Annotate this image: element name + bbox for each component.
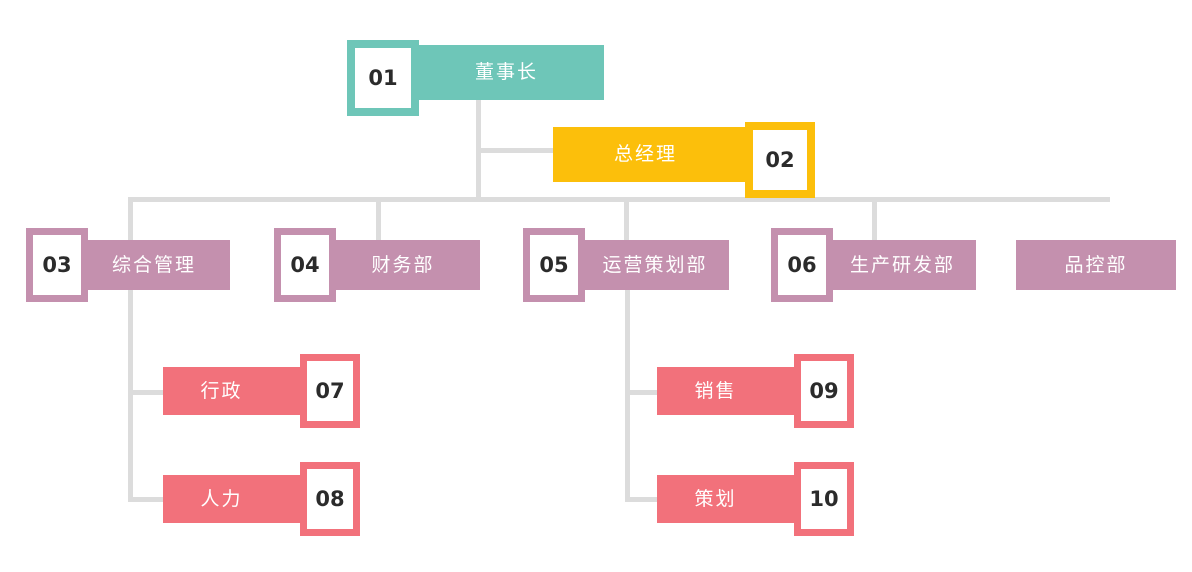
connector-level3-bus [128, 197, 1110, 202]
org-node-finance-label: 财务部 [371, 254, 435, 276]
org-node-quality-control-label: 品控部 [1064, 254, 1128, 276]
connector-drop-to-05 [624, 197, 629, 241]
org-node-chairman-badge-text: 01 [368, 65, 398, 90]
connector-chairman-to-gm [476, 148, 556, 153]
org-node-general-manager-badge: 02 [745, 122, 815, 198]
connector-03-spine [128, 290, 133, 502]
org-node-planning-label: 策划 [694, 488, 737, 510]
org-node-human-resources-badge: 08 [300, 462, 360, 536]
org-node-operations-planning-label: 运营策划部 [602, 254, 708, 276]
org-node-general-admin-badge: 03 [26, 228, 88, 302]
connector-05-to-10 [625, 497, 660, 502]
org-node-planning-bar: 策划 [657, 475, 818, 523]
org-node-finance-badge-text: 04 [290, 252, 320, 277]
org-node-general-manager-badge-text: 02 [765, 147, 795, 172]
org-node-finance-badge: 04 [274, 228, 336, 302]
connector-03-to-07 [128, 390, 166, 395]
org-node-sales-bar: 销售 [657, 367, 818, 415]
org-node-operations-planning-badge: 05 [523, 228, 585, 302]
org-node-production-rd-label: 生产研发部 [849, 254, 955, 276]
org-node-general-manager-label: 总经理 [613, 144, 677, 165]
org-node-quality-control-bar: 品控部 [1016, 240, 1176, 290]
org-node-human-resources-badge-text: 08 [315, 486, 345, 511]
org-node-human-resources-bar: 人力 [163, 475, 324, 523]
org-node-operations-planning-badge-text: 05 [539, 252, 569, 277]
org-node-chairman-badge: 01 [347, 40, 419, 116]
connector-drop-to-06 [872, 197, 877, 241]
org-node-production-rd-badge: 06 [771, 228, 833, 302]
connector-05-to-09 [625, 390, 660, 395]
org-node-general-admin-label: 综合管理 [111, 254, 196, 276]
org-node-chairman-label: 董事长 [474, 62, 538, 83]
connector-03-to-08 [128, 497, 166, 502]
org-node-sales-badge: 09 [794, 354, 854, 428]
org-node-administration-bar: 行政 [163, 367, 324, 415]
org-node-administration-badge-text: 07 [315, 378, 345, 403]
org-node-sales-label: 销售 [694, 380, 737, 402]
org-node-human-resources-label: 人力 [200, 488, 243, 510]
connector-drop-to-04 [376, 197, 381, 241]
connector-05-spine [625, 290, 630, 502]
org-node-planning-badge: 10 [794, 462, 854, 536]
org-node-administration-badge: 07 [300, 354, 360, 428]
org-node-general-admin-badge-text: 03 [42, 252, 72, 277]
org-node-administration-label: 行政 [200, 380, 243, 402]
org-node-sales-badge-text: 09 [809, 378, 839, 403]
connector-drop-to-03 [128, 197, 133, 241]
org-node-planning-badge-text: 10 [809, 486, 839, 511]
org-node-production-rd-badge-text: 06 [787, 252, 817, 277]
